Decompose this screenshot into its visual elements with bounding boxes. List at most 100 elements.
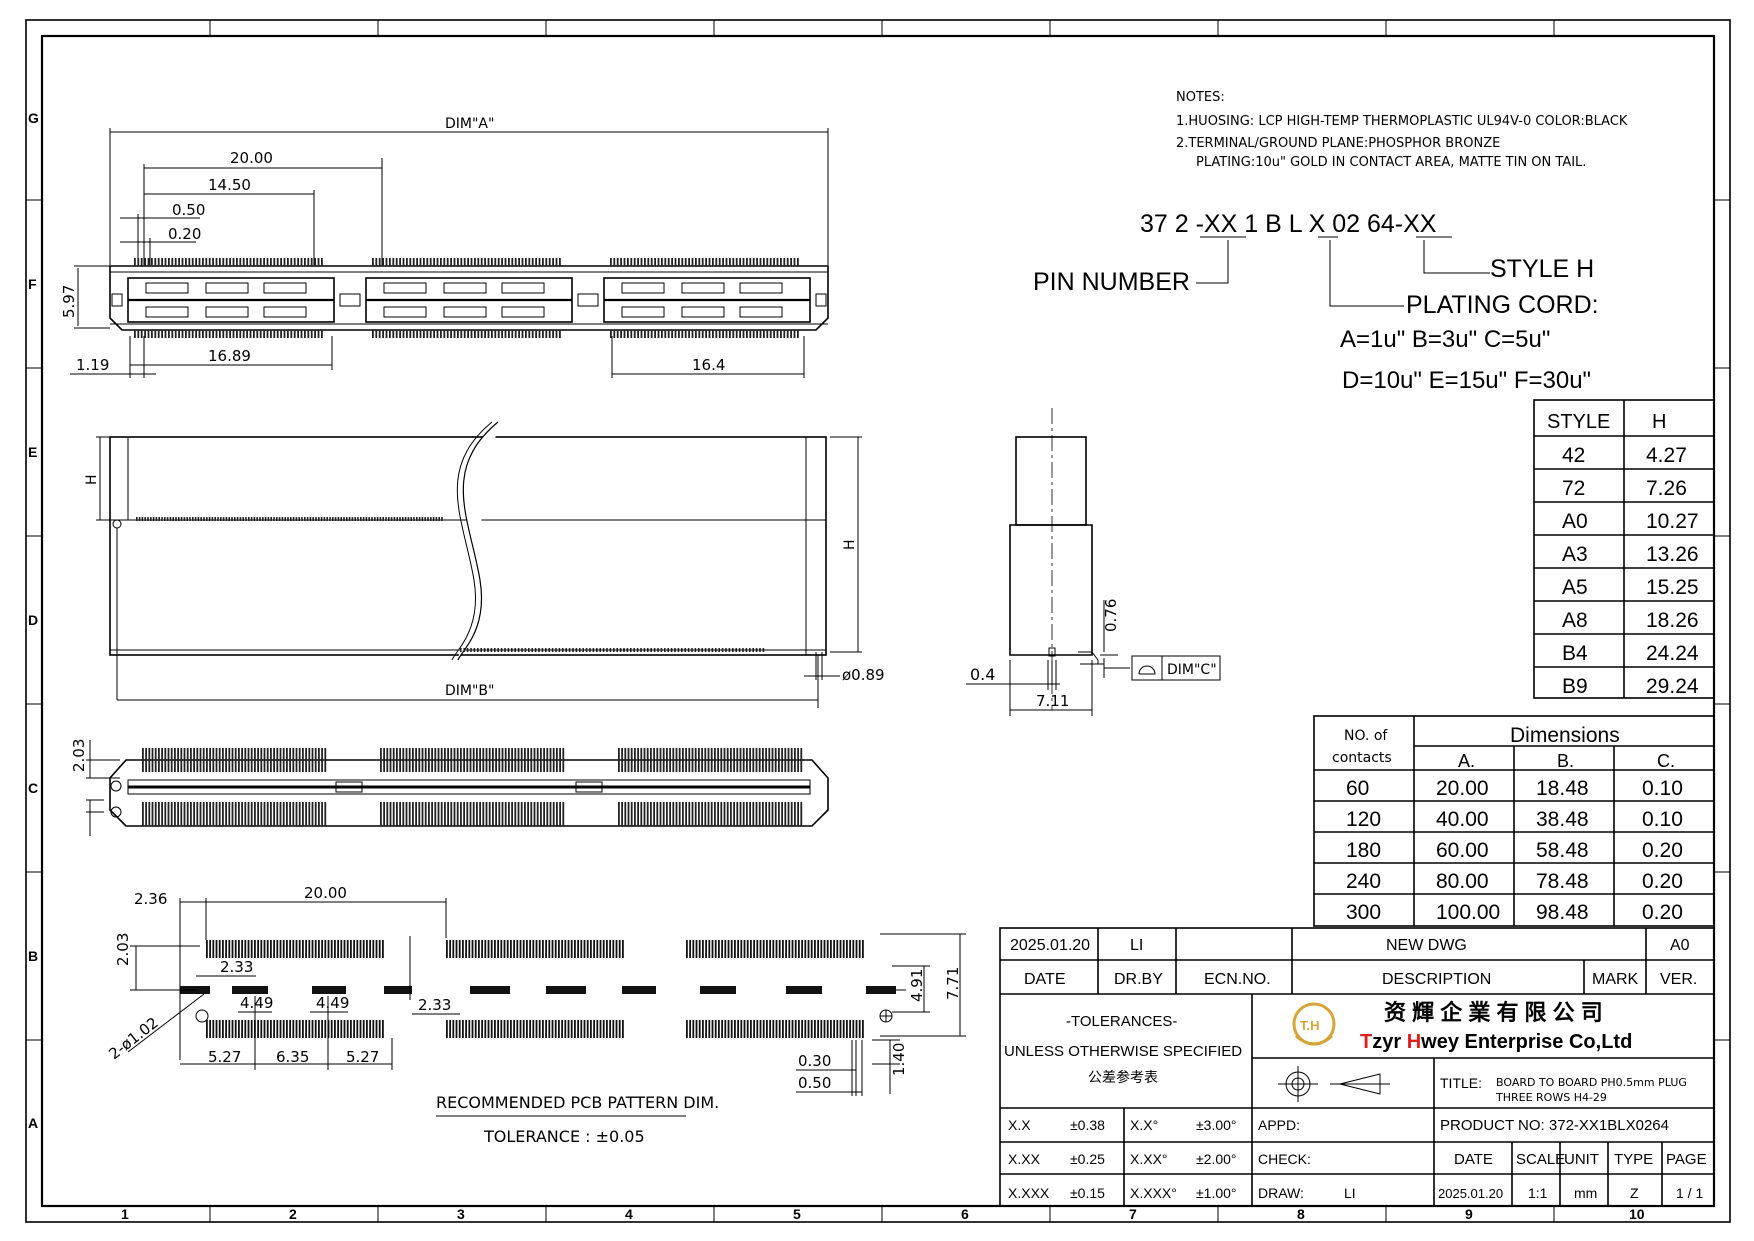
pcb-pad [689, 1020, 691, 1038]
tail-pin [215, 258, 218, 266]
ground-pad [866, 986, 896, 994]
tail-pin [535, 330, 537, 338]
bottom-pin [472, 802, 475, 826]
pcb-pad [382, 1020, 384, 1038]
bottom-pin [508, 748, 510, 772]
tail-pin [627, 330, 629, 338]
pcb-pad [279, 940, 282, 958]
tail-pin [372, 330, 374, 338]
pcb-pad [311, 940, 314, 958]
pcb-pad [446, 1020, 448, 1038]
tail-pin [375, 258, 378, 266]
contact-slot [383, 282, 427, 294]
tail-pin [198, 258, 201, 266]
pcb-pad [766, 940, 768, 958]
bottom-pin [392, 802, 395, 826]
row-label: D [28, 612, 38, 628]
pcb-pad [452, 940, 455, 958]
tail-pin [722, 258, 724, 266]
pcb-pad [350, 940, 352, 958]
tail-pin [487, 258, 490, 266]
front-pin [427, 517, 429, 521]
tolerance-linear: X.XXX [1008, 1185, 1050, 1201]
tail-pin [161, 330, 163, 338]
bottom-pin [666, 748, 668, 772]
front-pin [670, 648, 673, 652]
bottom-pin [504, 748, 507, 772]
tail-pin [637, 330, 639, 338]
pcb-pad [244, 940, 247, 958]
pcb-pad [596, 940, 599, 958]
row-label: C [28, 780, 38, 796]
front-pin [480, 648, 482, 652]
ground-pad [312, 986, 346, 994]
pcb-pad [801, 940, 803, 958]
pcb-pad [794, 940, 797, 958]
tail-pin [467, 258, 469, 266]
bottom-pin [161, 748, 163, 772]
dim-1-40: 1.40 [890, 1043, 908, 1076]
pcb-pad [449, 1020, 451, 1038]
bottom-pin [321, 748, 323, 772]
pcb-pad [823, 1020, 826, 1038]
pcb-pad [500, 940, 503, 958]
front-pin [568, 648, 571, 652]
front-pin [660, 648, 663, 652]
tail-pin [701, 258, 704, 266]
front-pin [711, 648, 714, 652]
tail-pin [188, 258, 191, 266]
pcb-pad [730, 1020, 733, 1038]
pcb-pad [622, 940, 624, 958]
bottom-pin [199, 802, 202, 826]
front-pin [684, 648, 686, 652]
pcb-pad [465, 940, 467, 958]
front-pin [385, 517, 387, 521]
pcb-pad [516, 1020, 519, 1038]
style-code: A0 [1562, 510, 1588, 533]
pcb-pad [513, 940, 515, 958]
bottom-pin [428, 802, 430, 826]
bottom-pin [678, 748, 681, 772]
bottom-pin [643, 748, 646, 772]
tail-pin [416, 330, 418, 338]
dim-16-89: 16.89 [208, 347, 251, 365]
front-pin [677, 648, 680, 652]
pcb-pad [570, 1020, 573, 1038]
pcb-pad [474, 940, 477, 958]
dim-2-33-a: 2.33 [220, 958, 253, 976]
tail-pin [504, 258, 507, 266]
pcb-pad [260, 1020, 263, 1038]
bottom-pin [762, 802, 764, 826]
tail-pin [508, 330, 510, 338]
front-pin [376, 517, 379, 521]
tail-pin [232, 258, 235, 266]
tail-pin [705, 330, 707, 338]
pcb-pad [378, 940, 381, 958]
front-pin [643, 648, 646, 652]
pcb-pad [708, 940, 711, 958]
pcb-pad [817, 940, 819, 958]
bottom-unit: mm [1574, 1185, 1597, 1201]
front-pin [548, 648, 550, 652]
bottom-pin [768, 748, 771, 772]
bottom-pin [228, 748, 231, 772]
bottom-pin [405, 802, 408, 826]
tail-pin [443, 330, 446, 338]
bottom-header-scale: SCALE [1516, 1151, 1565, 1168]
tail-pin [246, 330, 248, 338]
front-pin [402, 517, 404, 521]
dim-0-4: 0.4 [970, 665, 995, 684]
contact-slot [621, 306, 665, 318]
pcb-pad [327, 940, 330, 958]
tail-pin [276, 330, 279, 338]
dim-2-03-bottom: 2.03 [70, 739, 88, 772]
front-pin [172, 517, 174, 521]
tail-pin [640, 258, 643, 266]
pcb-pad [798, 940, 800, 958]
dim-b-value: 38.48 [1536, 808, 1589, 831]
bottom-pin [784, 802, 787, 826]
pcb-pad [826, 1020, 829, 1038]
pcb-pad [766, 1020, 768, 1038]
tail-pin [157, 258, 160, 266]
bottom-pin [308, 802, 311, 826]
